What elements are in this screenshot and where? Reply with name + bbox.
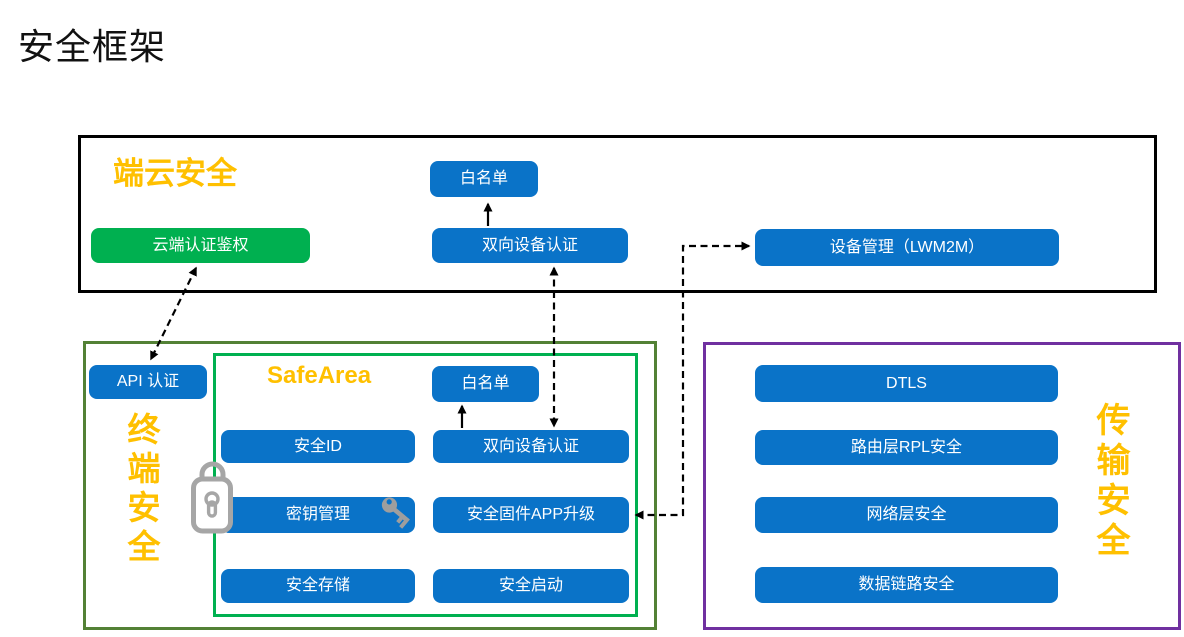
key-management-label: 密钥管理 <box>285 506 350 524</box>
box-secure-boot: 安全启动 <box>433 569 629 603</box>
box-routing-rpl-security: 路由层RPL安全 <box>755 430 1058 465</box>
key-icon <box>381 497 410 529</box>
terminal-security-label: 终端安全 <box>123 412 160 568</box>
box-dtls: DTLS <box>755 365 1058 402</box>
transport-security-label: 传输安全 <box>1091 402 1129 562</box>
page-title: 安全框架 <box>18 26 167 67</box>
box-secure-storage: 安全存储 <box>221 569 415 603</box>
box-datalink-security: 数据链路安全 <box>755 567 1058 603</box>
box-secure-id: 安全ID <box>221 430 415 463</box>
panel-cloud-security <box>78 135 1157 293</box>
safearea-label: SafeArea <box>267 362 372 389</box>
box-secure-firmware-app-upgrade: 安全固件APP升级 <box>433 497 629 533</box>
box-key-management: 密钥管理 <box>221 497 415 533</box>
box-cloud-auth: 云端认证鉴权 <box>91 228 310 263</box>
box-whitelist-cloud: 白名单 <box>430 161 538 197</box>
box-api-auth: API 认证 <box>89 365 207 399</box>
box-network-layer-security: 网络层安全 <box>755 497 1058 533</box>
box-device-management-lwm2m: 设备管理（LWM2M） <box>755 229 1059 266</box>
box-mutual-device-auth-terminal: 双向设备认证 <box>433 430 629 463</box>
lock-icon <box>191 461 233 534</box>
box-mutual-device-auth-cloud: 双向设备认证 <box>432 228 628 263</box>
cloud-security-label: 端云安全 <box>113 156 237 191</box>
box-whitelist-safearea: 白名单 <box>432 366 539 402</box>
